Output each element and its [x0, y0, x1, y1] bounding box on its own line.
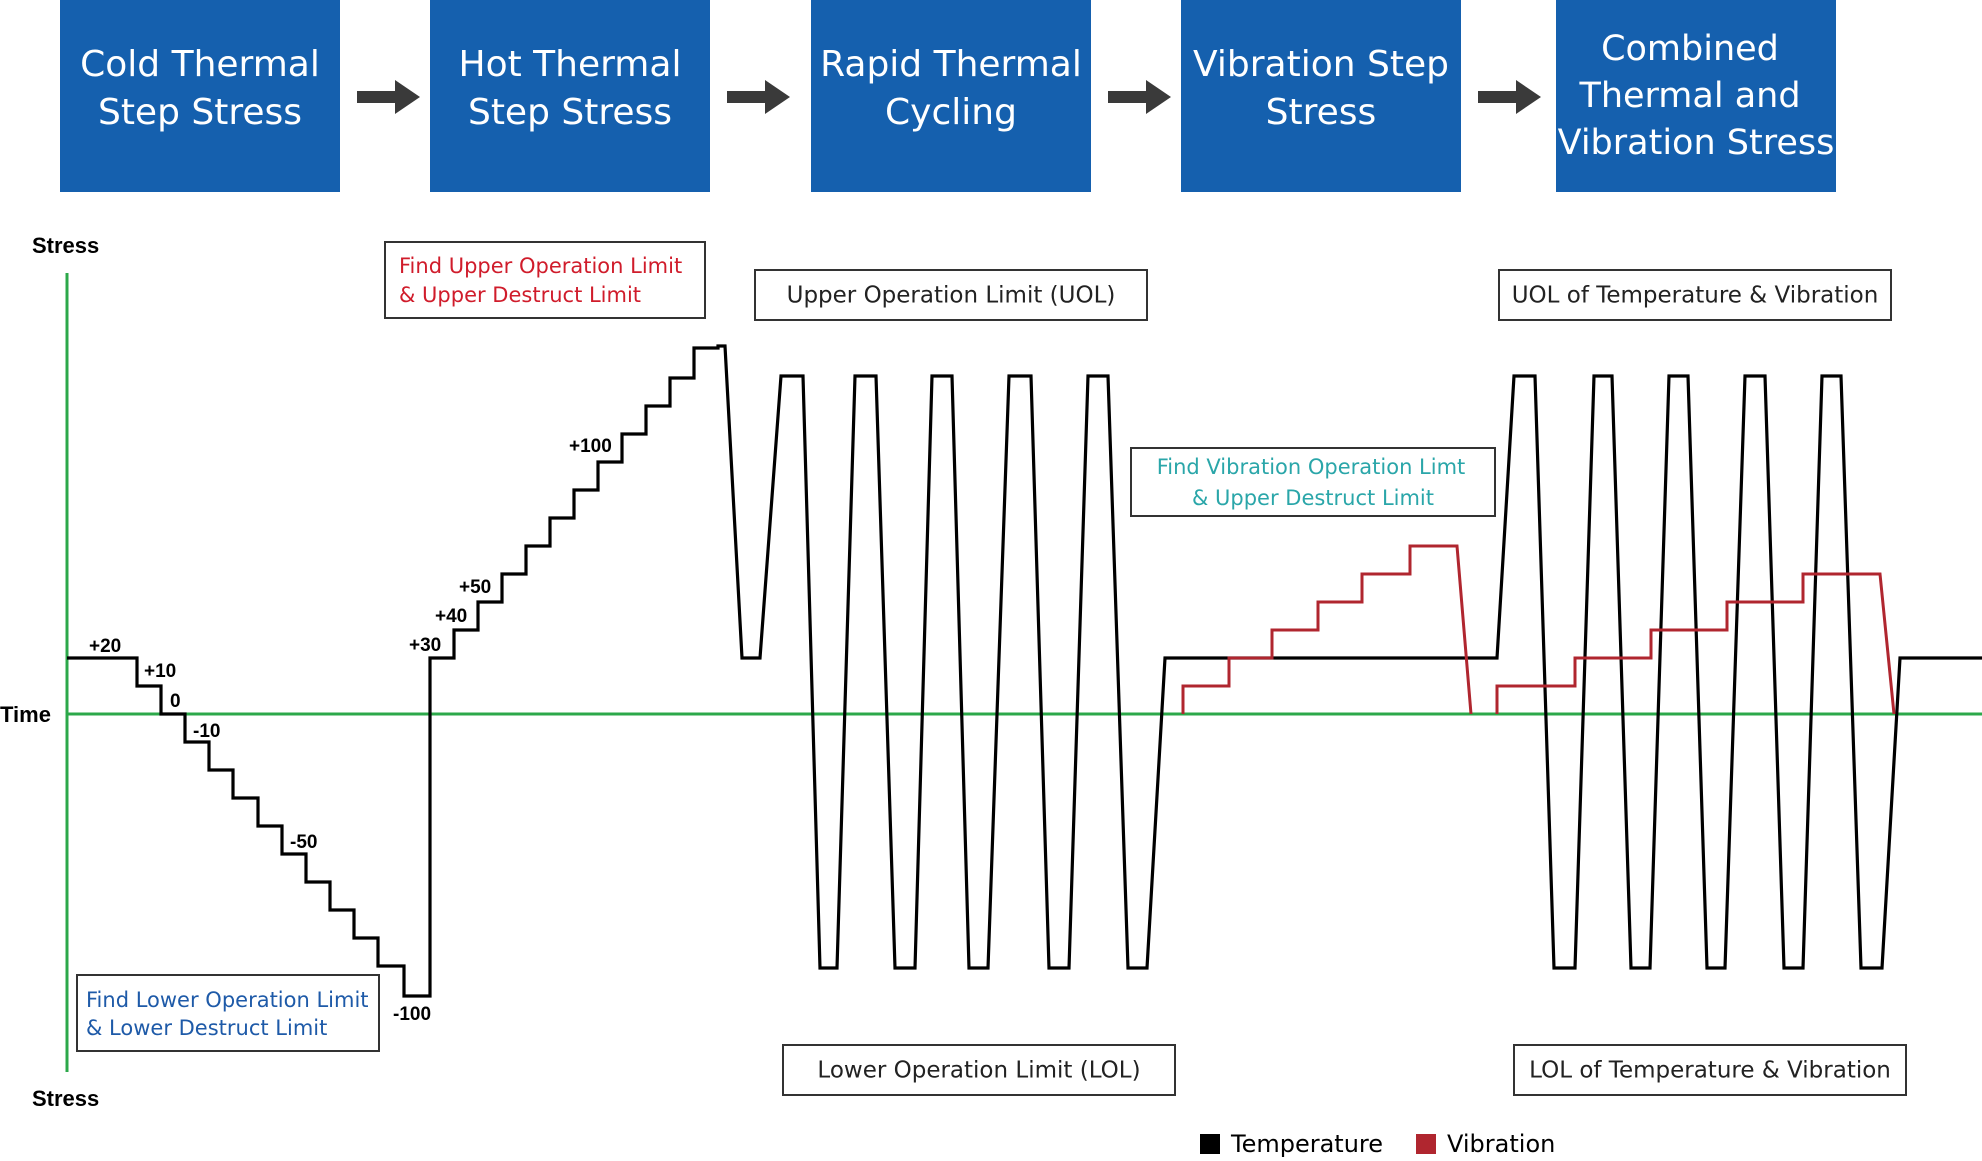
legend-label-vibration: Vibration [1447, 1130, 1555, 1158]
callout-lol-tv: LOL of Temperature & Vibration [1513, 1044, 1907, 1096]
stage-label-line: Cold Thermal [80, 44, 320, 85]
callout-line: Find Vibration Operation Limt [1157, 455, 1466, 479]
callout-lol: Lower Operation Limit (LOL) [782, 1044, 1176, 1096]
callout-text: Upper Operation Limit (UOL) [787, 283, 1116, 309]
callout-box [384, 241, 706, 319]
step-label: -10 [193, 721, 220, 742]
stage-label-line: Step Stress [468, 92, 672, 133]
stage-label-line: Vibration Stress [1558, 123, 1835, 163]
vibration-profile-line [1181, 544, 1473, 715]
stage-box [1181, 0, 1461, 192]
callout-box [754, 269, 1148, 321]
callout-uol: Upper Operation Limit (UOL) [754, 269, 1148, 321]
callout-text: Lower Operation Limit (LOL) [817, 1058, 1140, 1084]
callout-text: UOL of Temperature & Vibration [1512, 283, 1879, 309]
step-label: +30 [409, 635, 441, 656]
stage-cold-thermal: Cold Thermal Step Stress [60, 0, 340, 192]
step-label: +50 [459, 577, 491, 598]
stage-combined: Combined Thermal and Vibration Stress [1556, 0, 1836, 192]
stage-label-line: Rapid Thermal [820, 44, 1082, 85]
axis-label-stress-bottom: Stress [32, 1086, 99, 1111]
callout-box [76, 974, 380, 1052]
stage-label-line: Step Stress [98, 92, 302, 133]
temperature-profile-line [67, 344, 1982, 998]
stage-hot-thermal: Hot Thermal Step Stress [430, 0, 710, 192]
callout-text: LOL of Temperature & Vibration [1529, 1058, 1891, 1084]
step-label: -100 [393, 1004, 431, 1025]
step-label: +100 [569, 436, 612, 457]
callout-line: Find Upper Operation Limit [399, 254, 682, 278]
stage-box [811, 0, 1091, 192]
stage-box [430, 0, 710, 192]
callout-vib-find: Find Vibration Operation Limt & Upper De… [1130, 447, 1496, 517]
step-label: 0 [170, 691, 181, 712]
stage-label-line: Thermal and [1578, 76, 1800, 116]
step-labels: +20 +10 0 -10 -50 -100 +30 +40 +50 +100 [89, 436, 612, 1025]
stage-rapid-cycling: Rapid Thermal Cycling [811, 0, 1091, 192]
callout-line: & Lower Destruct Limit [86, 1016, 327, 1040]
step-label: +20 [89, 636, 121, 657]
callout-box [782, 1044, 1176, 1096]
callout-box [1498, 269, 1892, 321]
callout-uol-tv: UOL of Temperature & Vibration [1498, 269, 1892, 321]
flow-arrow-icon [727, 80, 790, 114]
combined-vibration-profile-line [1495, 572, 1896, 715]
stage-label-line: Combined [1601, 29, 1779, 69]
callout-line: & Upper Destruct Limit [399, 283, 641, 307]
step-label: +40 [435, 606, 467, 627]
stage-label-line: Stress [1266, 92, 1377, 133]
stage-label-line: Hot Thermal [459, 44, 682, 85]
stage-label-line: Vibration Step [1193, 44, 1449, 85]
axis-label-stress-top: Stress [32, 233, 99, 258]
callout-upper-find: Find Upper Operation Limit & Upper Destr… [384, 241, 706, 319]
stage-box [1556, 0, 1836, 192]
legend: Temperature Vibration [1200, 1130, 1555, 1158]
axis-label-time: Time [0, 702, 51, 727]
axes: Stress Stress Time [0, 233, 1982, 1111]
legend-swatch-vibration [1416, 1134, 1436, 1154]
stage-vibration-step: Vibration Step Stress [1181, 0, 1461, 192]
flow-arrow-icon [1108, 80, 1171, 114]
callout-box [1513, 1044, 1907, 1096]
callout-lower-find: Find Lower Operation Limit & Lower Destr… [76, 974, 380, 1052]
callout-line: & Upper Destruct Limit [1192, 486, 1434, 510]
stage-label-line: Cycling [885, 92, 1017, 133]
callout-box [1130, 447, 1496, 517]
callout-line: Find Lower Operation Limit [86, 988, 369, 1012]
legend-swatch-temperature [1200, 1134, 1220, 1154]
flow-arrow-icon [357, 80, 420, 114]
legend-label-temperature: Temperature [1230, 1130, 1383, 1158]
step-label: -50 [290, 832, 317, 853]
step-label: +10 [144, 661, 176, 682]
stage-flow: Cold Thermal Step Stress Hot Thermal Ste… [60, 0, 1836, 192]
stage-box [60, 0, 340, 192]
flow-arrow-icon [1478, 80, 1541, 114]
